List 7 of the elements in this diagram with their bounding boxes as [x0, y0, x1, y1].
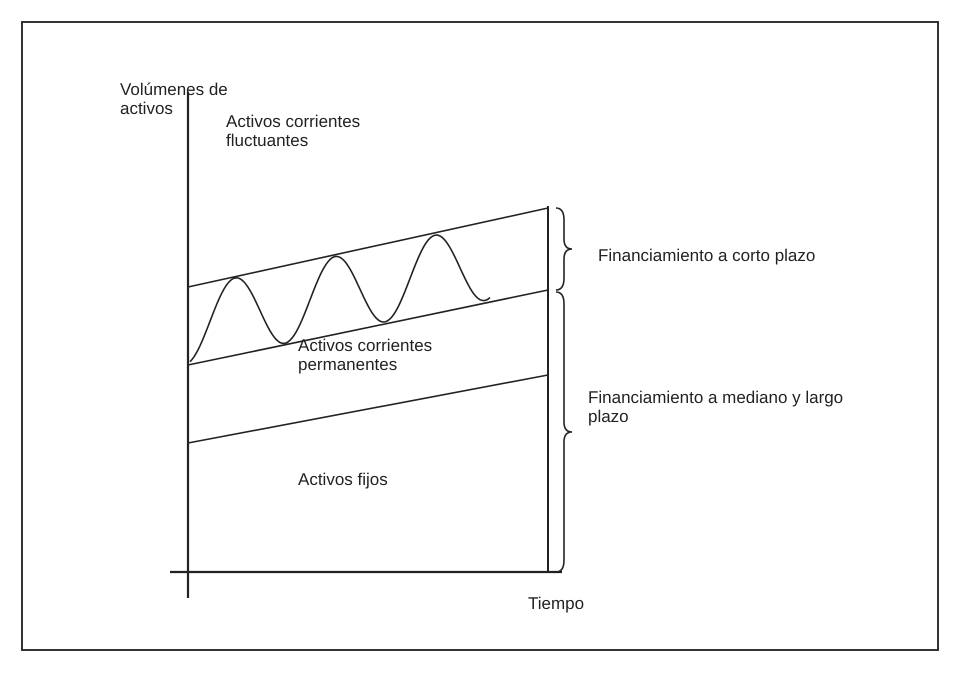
region-label: Activos fijos — [298, 470, 388, 489]
region-label: Activos corrientes permanentes — [298, 336, 434, 374]
axis-label: Volúmenes de activos — [120, 80, 228, 118]
region-label: Activos corrientes fluctuantes — [226, 112, 362, 150]
bracket-label: Financiamiento a corto plazo — [598, 246, 816, 265]
bracket-label: Financiamiento a mediano y largo plazo — [588, 388, 844, 426]
axis-label: Tiempo — [528, 594, 584, 613]
